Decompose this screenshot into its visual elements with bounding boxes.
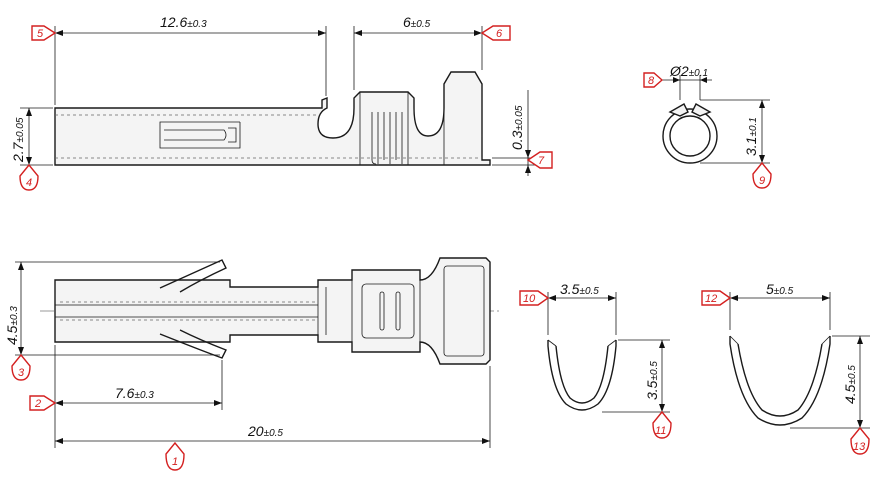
dim-plan-spring: 7.6±0.3 (54, 345, 223, 410)
svg-text:7: 7 (538, 155, 545, 167)
marker-7: 7 (526, 151, 553, 169)
svg-text:5±0.5: 5±0.5 (766, 281, 794, 297)
svg-text:13: 13 (853, 441, 866, 453)
svg-text:0.3±0.05: 0.3±0.05 (509, 105, 525, 150)
dim-plan-total: 20±0.5 (54, 366, 491, 448)
svg-text:3.1±0.1: 3.1±0.1 (743, 117, 759, 156)
svg-text:12.6±0.3: 12.6±0.3 (160, 14, 207, 30)
svg-text:4.5±0.3: 4.5±0.3 (4, 306, 20, 345)
u-profile-large: 5±0.5 4.5±0.5 (718, 281, 870, 429)
svg-text:9: 9 (759, 175, 765, 187)
svg-text:2.7±0.05: 2.7±0.05 (10, 117, 26, 163)
svg-text:11: 11 (655, 425, 666, 437)
end-view: Ø2±0.1 3.1±0.1 (662, 63, 770, 164)
marker-5: 5 (31, 25, 57, 41)
marker-12: 12 (701, 290, 732, 306)
svg-text:4: 4 (26, 177, 32, 189)
dim-top-length: 12.6±0.3 (54, 14, 327, 105)
marker-6: 6 (480, 25, 511, 41)
svg-text:1: 1 (172, 456, 178, 468)
side-view (54, 71, 491, 166)
svg-text:10: 10 (523, 293, 536, 305)
svg-text:4.5±0.5: 4.5±0.5 (842, 365, 858, 404)
svg-text:6±0.5: 6±0.5 (403, 14, 431, 30)
marker-2: 2 (29, 395, 57, 411)
marker-3: 3 (11, 353, 31, 381)
svg-text:3: 3 (18, 367, 25, 379)
svg-text:8: 8 (648, 75, 655, 87)
svg-text:20±0.5: 20±0.5 (247, 423, 283, 439)
marker-10: 10 (519, 290, 550, 306)
dim-top-thickness: 0.3±0.05 (492, 90, 540, 176)
svg-text:3.5±0.5: 3.5±0.5 (644, 361, 660, 400)
svg-text:3.5±0.5: 3.5±0.5 (560, 281, 599, 297)
marker-13: 13 (850, 426, 870, 455)
dim-top-height: 2.7±0.05 (10, 107, 53, 166)
marker-4: 4 (19, 163, 39, 191)
marker-1: 1 (165, 441, 185, 471)
marker-11: 11 (652, 410, 672, 439)
svg-text:6: 6 (496, 28, 503, 40)
marker-8: 8 (643, 72, 664, 88)
svg-text:2: 2 (34, 398, 41, 410)
svg-text:Ø2±0.1: Ø2±0.1 (669, 63, 708, 79)
plan-view (40, 257, 500, 365)
u-profile-small: 3.5±0.5 3.5±0.5 (535, 281, 670, 413)
marker-9: 9 (752, 161, 772, 189)
svg-text:5: 5 (37, 28, 44, 40)
svg-text:12: 12 (705, 293, 717, 305)
svg-text:7.6±0.3: 7.6±0.3 (115, 385, 154, 401)
dim-plan-width: 4.5±0.3 (4, 261, 220, 356)
